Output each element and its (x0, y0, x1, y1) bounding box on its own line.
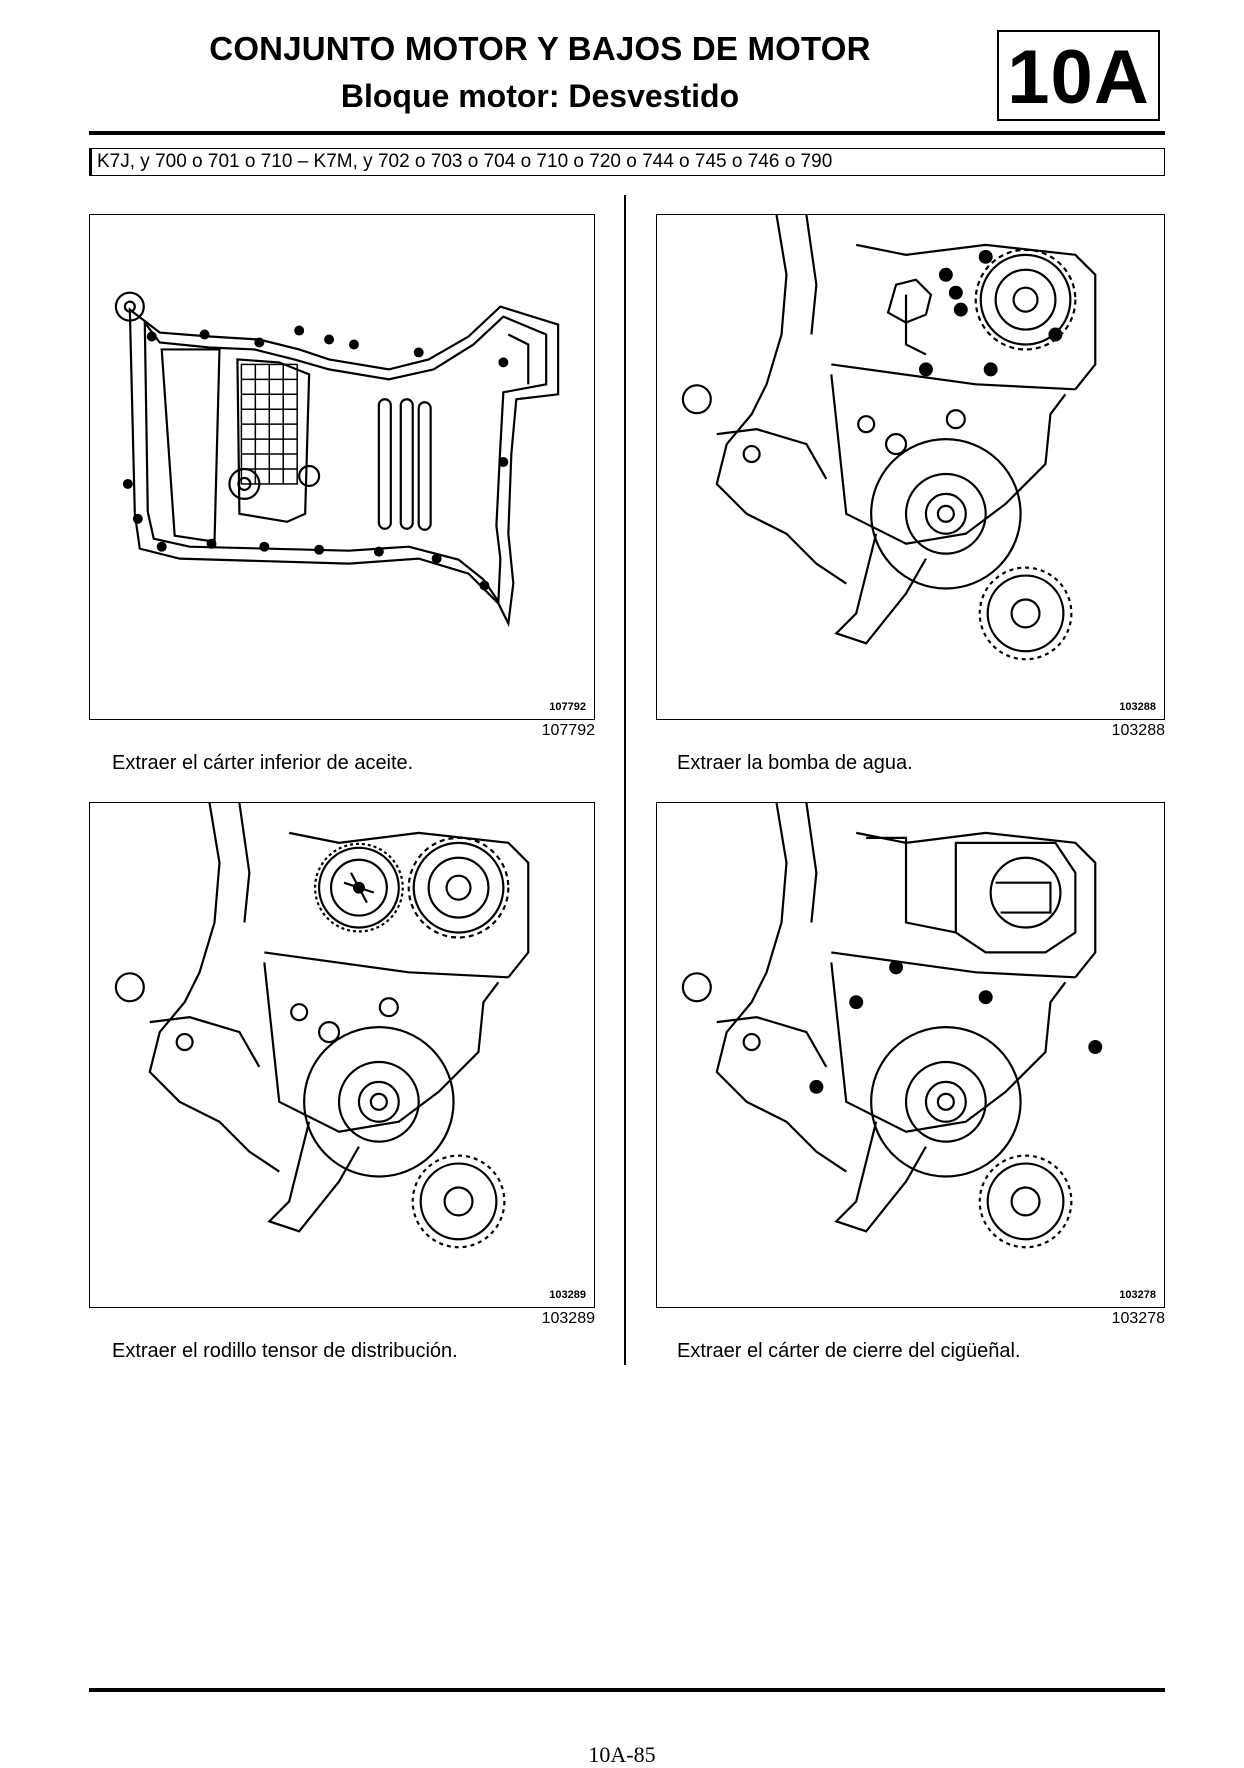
figure-timing-tensioner: 103289 (89, 802, 595, 1308)
water-pump-illustration (681, 215, 1097, 661)
tensioner-illustration (114, 803, 530, 1249)
figure-id: 103278 (1111, 1310, 1165, 1327)
figure-id-inner: 103289 (549, 1289, 586, 1301)
header-divider (89, 131, 1165, 135)
figure-caption: Extraer el rodillo tensor de distribució… (112, 1340, 458, 1362)
figure-id-inner: 107792 (549, 701, 586, 713)
page-title: CONJUNTO MOTOR Y BAJOS DE MOTOR (209, 30, 871, 67)
figure-id: 103288 (1111, 722, 1165, 739)
figure-water-pump: 103288 (656, 214, 1165, 720)
oil-pan-illustration (114, 291, 560, 628)
page-subtitle: Bloque motor: Desvestido (340, 78, 740, 114)
figure-id: 103289 (541, 1310, 595, 1327)
applicability-line: K7J, y 700 o 701 o 710 – K7M, y 702 o 70… (89, 148, 1165, 176)
crankshaft-cover-illustration (681, 803, 1103, 1249)
figure-id: 107792 (541, 722, 595, 739)
figure-caption: Extraer la bomba de agua. (677, 752, 913, 774)
column-divider (624, 195, 626, 1365)
figure-id-inner: 103278 (1119, 1289, 1156, 1301)
page-number: 10A-85 (588, 1742, 656, 1767)
footer-divider (89, 1688, 1165, 1692)
section-code-badge: 10A (997, 30, 1160, 121)
figure-oil-pan: 107792 (89, 214, 595, 720)
figure-crankshaft-cover: 103278 (656, 802, 1165, 1308)
figure-caption: Extraer el cárter de cierre del cigüeñal… (677, 1340, 1021, 1362)
figure-caption: Extraer el cárter inferior de aceite. (112, 752, 414, 774)
figure-id-inner: 103288 (1119, 701, 1156, 713)
